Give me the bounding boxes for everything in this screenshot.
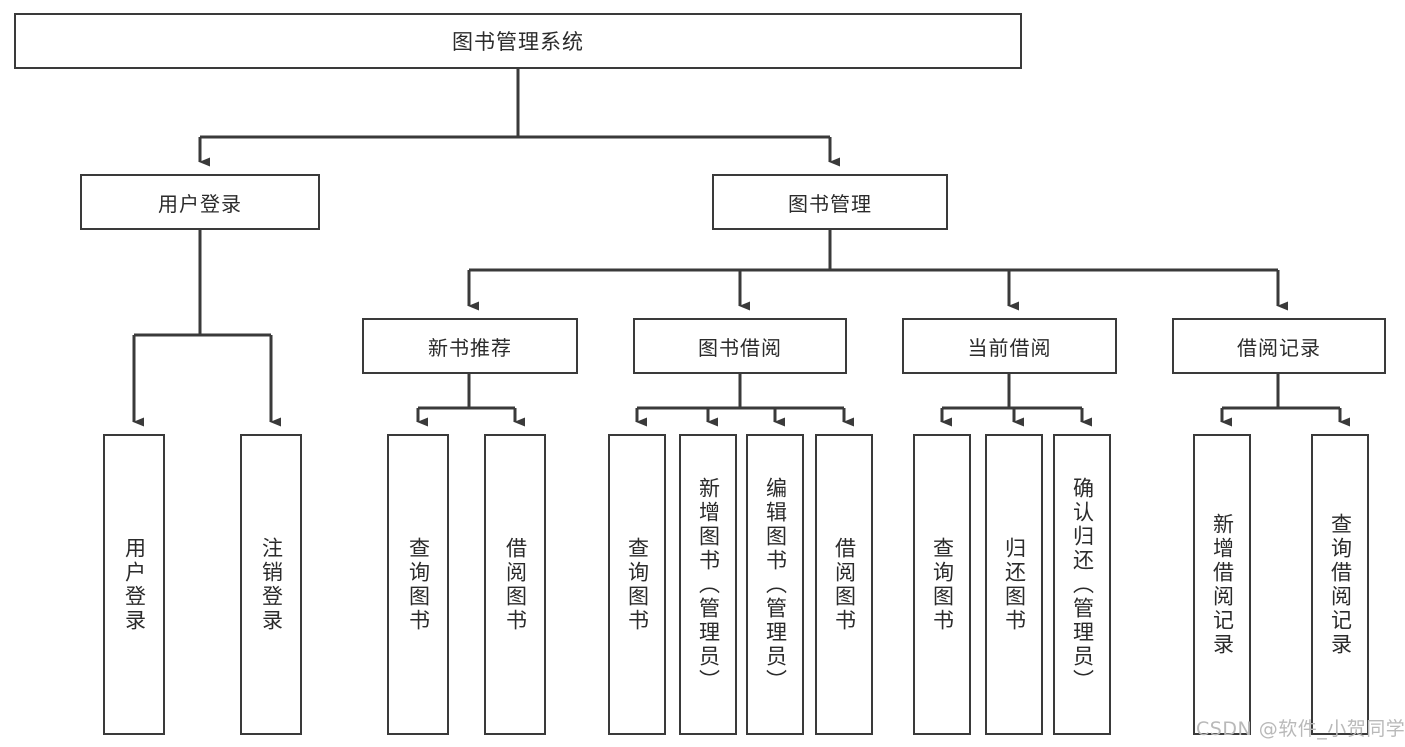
node-leaf-user-login-label: 用户登录 — [122, 536, 147, 633]
node-leaf-user-logout[interactable]: 注销登录 — [240, 434, 302, 735]
node-leaf-query-borrow-record-label: 查询借阅记录 — [1328, 512, 1353, 657]
node-leaf-query-book-recommend-label: 查询图书 — [406, 536, 431, 633]
node-leaf-user-logout-label: 注销登录 — [259, 536, 284, 633]
node-leaf-query-borrow-record[interactable]: 查询借阅记录 — [1311, 434, 1369, 735]
node-leaf-user-login[interactable]: 用户登录 — [103, 434, 165, 735]
node-new-book-recommend[interactable]: 新书推荐 — [362, 318, 578, 374]
node-leaf-add-borrow-record[interactable]: 新增借阅记录 — [1193, 434, 1251, 735]
node-leaf-query-book-borrow-label: 查询图书 — [625, 536, 650, 633]
node-root-label: 图书管理系统 — [452, 30, 584, 54]
node-leaf-borrow-book-recommend-label: 借阅图书 — [503, 536, 528, 633]
node-book-borrow-label: 图书借阅 — [698, 335, 782, 360]
node-leaf-borrow-book[interactable]: 借阅图书 — [815, 434, 873, 735]
node-leaf-borrow-book-label: 借阅图书 — [832, 536, 857, 633]
node-leaf-edit-book-admin[interactable]: 编辑图书（管理员） — [746, 434, 804, 735]
node-borrow-record-label: 借阅记录 — [1237, 335, 1321, 360]
csdn-watermark: CSDN @软件_小贺同学 — [1196, 718, 1405, 740]
node-leaf-add-borrow-record-label: 新增借阅记录 — [1210, 512, 1235, 657]
node-user-login-label: 用户登录 — [158, 191, 242, 216]
node-root[interactable]: 图书管理系统 — [14, 13, 1022, 69]
node-current-borrow-label: 当前借阅 — [967, 335, 1052, 360]
node-leaf-query-book-current-label: 查询图书 — [930, 536, 955, 633]
node-leaf-query-book-current[interactable]: 查询图书 — [913, 434, 971, 735]
node-leaf-return-book[interactable]: 归还图书 — [985, 434, 1043, 735]
node-new-book-recommend-label: 新书推荐 — [428, 335, 512, 360]
node-leaf-query-book-borrow[interactable]: 查询图书 — [608, 434, 666, 735]
node-leaf-add-book-admin-label: 新增图书（管理员） — [696, 476, 721, 693]
node-leaf-confirm-return-admin-label: 确认归还（管理员） — [1070, 476, 1095, 693]
node-current-borrow[interactable]: 当前借阅 — [902, 318, 1117, 374]
node-leaf-query-book-recommend[interactable]: 查询图书 — [387, 434, 449, 735]
node-borrow-record[interactable]: 借阅记录 — [1172, 318, 1386, 374]
node-leaf-edit-book-admin-label: 编辑图书（管理员） — [763, 476, 788, 693]
node-user-login[interactable]: 用户登录 — [80, 174, 320, 230]
node-leaf-add-book-admin[interactable]: 新增图书（管理员） — [679, 434, 737, 735]
node-book-borrow[interactable]: 图书借阅 — [633, 318, 847, 374]
node-leaf-return-book-label: 归还图书 — [1002, 536, 1027, 633]
node-book-manage-label: 图书管理 — [788, 191, 872, 216]
node-leaf-borrow-book-recommend[interactable]: 借阅图书 — [484, 434, 546, 735]
node-book-manage[interactable]: 图书管理 — [712, 174, 948, 230]
node-leaf-confirm-return-admin[interactable]: 确认归还（管理员） — [1053, 434, 1111, 735]
